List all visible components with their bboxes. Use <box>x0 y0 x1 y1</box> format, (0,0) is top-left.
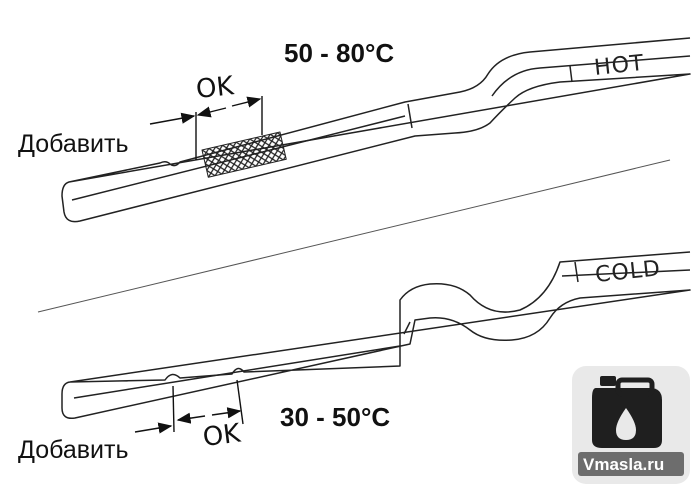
watermark-text: Vmasla.ru <box>583 455 664 474</box>
watermark-logo: Vmasla.ru <box>572 366 690 484</box>
cold-dipstick-inner-line <box>73 269 691 399</box>
hot-ok-arrow-left <box>196 106 227 118</box>
cold-ok-right-tick <box>236 379 244 425</box>
cold-dipstick <box>61 251 691 433</box>
hot-ok-arrow-right <box>231 96 262 108</box>
hot-temperature-range: 50 - 80°C <box>284 38 394 68</box>
cold-ok-dimension <box>134 407 242 434</box>
cold-ok-arrow-right <box>211 407 242 419</box>
cold-dipstick-outline <box>61 251 691 420</box>
cold-add-label: Добавить <box>18 436 129 464</box>
hot-dipstick <box>61 37 691 223</box>
cold-add-arrow <box>134 422 173 434</box>
separator-line <box>37 159 671 313</box>
hot-ok-hatched-zone <box>201 131 287 178</box>
hot-stamp-tick <box>569 65 573 83</box>
cold-stamp-tick <box>574 261 579 283</box>
cold-ok-label: OK <box>201 418 243 452</box>
cold-ok-left-tick <box>172 385 175 433</box>
oil-canister-icon <box>592 376 662 448</box>
cold-temperature-range: 30 - 50°C <box>280 402 390 432</box>
hot-ok-label: OK <box>195 71 236 105</box>
hot-add-arrow <box>149 112 196 125</box>
hot-stamp-text: HOT <box>593 51 646 81</box>
cold-ok-arrow-left <box>176 412 206 424</box>
hot-add-label: Добавить <box>18 130 129 158</box>
cold-stamp-text: COLD <box>594 256 662 288</box>
hot-ok-dimension <box>149 96 263 160</box>
logo-text-background <box>578 452 684 476</box>
hot-dipstick-outline <box>61 37 691 223</box>
